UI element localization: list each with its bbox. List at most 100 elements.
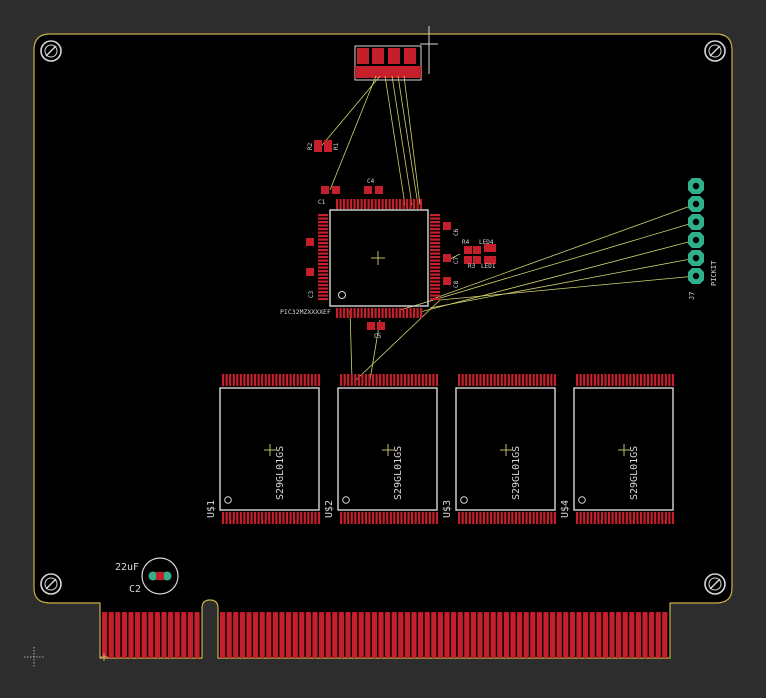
flash-pin[interactable]	[289, 512, 292, 524]
edge-connector[interactable]	[102, 612, 668, 658]
flash-pin[interactable]	[500, 374, 503, 386]
flash-pin[interactable]	[428, 512, 431, 524]
flash-pin[interactable]	[461, 512, 464, 524]
edge-finger[interactable]	[543, 612, 549, 658]
flash-pin[interactable]	[307, 512, 310, 524]
flash-pin[interactable]	[593, 512, 596, 524]
flash-pin[interactable]	[268, 374, 271, 386]
flash-pin[interactable]	[393, 512, 396, 524]
edge-finger[interactable]	[583, 612, 589, 658]
flash-pin[interactable]	[597, 512, 600, 524]
flash-pin[interactable]	[293, 512, 296, 524]
edge-finger[interactable]	[292, 612, 298, 658]
flash-pin[interactable]	[600, 374, 604, 386]
flash-pin[interactable]	[317, 512, 321, 524]
flash-pin[interactable]	[514, 374, 517, 386]
flash-pin[interactable]	[340, 512, 343, 524]
flash-pin[interactable]	[275, 512, 278, 524]
flash-pin[interactable]	[403, 512, 407, 524]
mcu-pin[interactable]	[318, 263, 328, 266]
flash-pin[interactable]	[382, 374, 385, 386]
mcu-pin[interactable]	[388, 199, 391, 209]
flash-pin[interactable]	[347, 374, 350, 386]
mcu-pin[interactable]	[318, 291, 328, 294]
flash-pin[interactable]	[296, 512, 299, 524]
edge-finger[interactable]	[477, 612, 483, 658]
flash-pin[interactable]	[257, 374, 260, 386]
mcu-pin[interactable]	[381, 308, 384, 318]
flash-pin[interactable]	[368, 374, 371, 386]
flash-pin[interactable]	[418, 512, 421, 524]
flash-pin[interactable]	[543, 512, 546, 524]
edge-finger[interactable]	[655, 612, 661, 658]
flash-pin[interactable]	[597, 374, 600, 386]
mcu-pin[interactable]	[402, 308, 405, 318]
flash-pin[interactable]	[432, 512, 435, 524]
flash-pin[interactable]	[257, 512, 260, 524]
flash-pin[interactable]	[536, 374, 539, 386]
mcu-pin[interactable]	[395, 308, 398, 318]
mcu-pin[interactable]	[318, 294, 328, 297]
edge-finger[interactable]	[154, 612, 160, 658]
capacitor-c3[interactable]: C3	[306, 238, 315, 298]
edge-finger[interactable]	[470, 612, 476, 658]
flash-pin[interactable]	[636, 374, 639, 386]
mcu-pin[interactable]	[388, 308, 391, 318]
edge-finger[interactable]	[312, 612, 318, 658]
pickit-pin[interactable]	[688, 250, 704, 266]
mcu-pin[interactable]	[318, 221, 328, 224]
mcu-pin[interactable]	[318, 280, 328, 283]
flash-pin[interactable]	[250, 512, 253, 524]
mcu-pin[interactable]	[430, 235, 440, 238]
mcu-pin[interactable]	[430, 217, 440, 220]
flash-pin[interactable]	[222, 512, 225, 524]
top-connector[interactable]	[354, 26, 438, 81]
flash-pin[interactable]	[553, 374, 557, 386]
flash-pin[interactable]	[514, 512, 517, 524]
flash-pin[interactable]	[507, 374, 510, 386]
flash-pin[interactable]	[407, 512, 410, 524]
flash-pin[interactable]	[371, 512, 375, 524]
mcu-pin[interactable]	[385, 308, 388, 318]
edge-finger[interactable]	[563, 612, 569, 658]
capacitor-c6[interactable]: C6	[443, 222, 460, 236]
mcu-pin[interactable]	[392, 199, 395, 209]
flash-pin[interactable]	[586, 374, 589, 386]
flash-pin[interactable]	[525, 374, 528, 386]
flash-pin[interactable]	[271, 374, 274, 386]
flash-pin[interactable]	[604, 374, 607, 386]
flash-pin[interactable]	[593, 374, 596, 386]
flash-pin[interactable]	[529, 374, 532, 386]
edge-finger[interactable]	[451, 612, 457, 658]
mcu-pin[interactable]	[409, 308, 412, 318]
mcu-pin[interactable]	[430, 273, 440, 276]
flash-pin[interactable]	[236, 374, 239, 386]
edge-finger[interactable]	[338, 612, 344, 658]
flash-pin[interactable]	[375, 374, 378, 386]
flash-pin[interactable]	[497, 374, 500, 386]
edge-finger[interactable]	[484, 612, 490, 658]
flash-pin[interactable]	[229, 374, 232, 386]
flash-pin[interactable]	[225, 512, 228, 524]
mcu-pin[interactable]	[399, 308, 402, 318]
capacitor-c7[interactable]: C7	[443, 254, 460, 264]
flash-pin[interactable]	[371, 374, 375, 386]
mcu-pin[interactable]	[318, 298, 328, 301]
mcu-pin[interactable]	[371, 308, 374, 318]
flash-pin[interactable]	[421, 512, 424, 524]
flash-pin[interactable]	[432, 374, 435, 386]
flash-pin[interactable]	[647, 374, 650, 386]
flash-pin[interactable]	[615, 374, 618, 386]
mcu-pin[interactable]	[367, 199, 370, 209]
edge-finger[interactable]	[569, 612, 575, 658]
mcu-pin[interactable]	[364, 308, 367, 318]
flash-pin[interactable]	[607, 374, 611, 386]
flash-pin[interactable]	[435, 374, 439, 386]
flash-pin[interactable]	[465, 512, 468, 524]
capacitor-c5[interactable]: C5	[367, 322, 385, 340]
flash-pin[interactable]	[435, 512, 439, 524]
edge-finger[interactable]	[411, 612, 417, 658]
mcu-pin[interactable]	[353, 308, 356, 318]
flash-pin[interactable]	[400, 512, 403, 524]
flash-pin[interactable]	[553, 512, 557, 524]
